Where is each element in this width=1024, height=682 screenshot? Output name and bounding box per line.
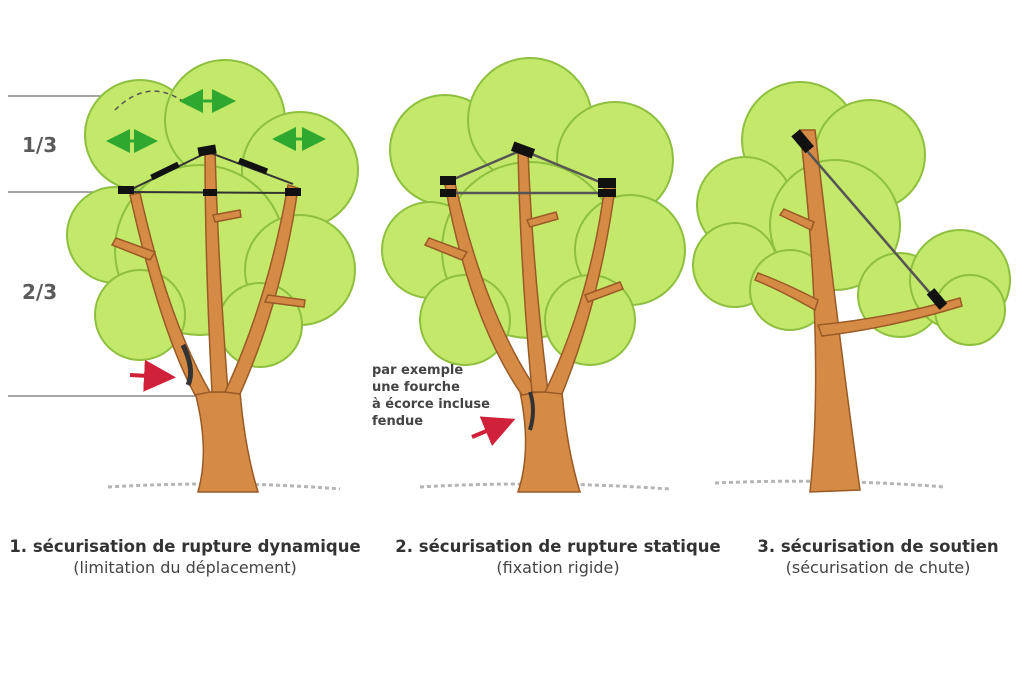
upper-third-label: 1/3	[22, 133, 58, 157]
caption-title: 3. sécurisation de soutien	[757, 537, 999, 556]
lower-third-label: 2/3	[22, 280, 58, 304]
cable-system	[446, 148, 608, 195]
note-line: une fourche	[372, 380, 460, 395]
note-line: par exemple	[372, 363, 464, 378]
caption-dynamic: 1. sécurisation de rupture dynamique (li…	[4, 537, 366, 577]
tree-3	[692, 81, 1011, 493]
red-arrow-icon	[129, 359, 176, 392]
crack-mark	[528, 391, 535, 431]
caption-title: 1. sécurisation de rupture dynamique	[9, 537, 361, 556]
trunk	[110, 149, 306, 493]
note-line: fendue	[372, 414, 424, 429]
caption-static: 2. sécurisation de rupture statique (fix…	[392, 537, 724, 577]
caption-subtitle: (limitation du déplacement)	[73, 558, 297, 577]
red-arrow-icon	[471, 416, 516, 446]
trunk	[754, 129, 963, 493]
caption-subtitle: (fixation rigide)	[496, 558, 620, 577]
tree-1	[8, 59, 359, 493]
anchor-points	[791, 129, 948, 310]
anchor-points	[440, 141, 616, 197]
note-line: à écorce incluse	[372, 397, 490, 412]
crack-mark	[180, 343, 194, 387]
caption-support: 3. sécurisation de soutien (sécurisation…	[752, 537, 1004, 577]
tree-2	[381, 57, 686, 493]
cable-system	[801, 144, 937, 301]
fork-note: par exemple une fourche à écorce incluse…	[372, 362, 490, 430]
anchor-points	[118, 144, 301, 196]
caption-subtitle: (sécurisation de chute)	[785, 558, 971, 577]
caption-title: 2. sécurisation de rupture statique	[395, 537, 721, 556]
